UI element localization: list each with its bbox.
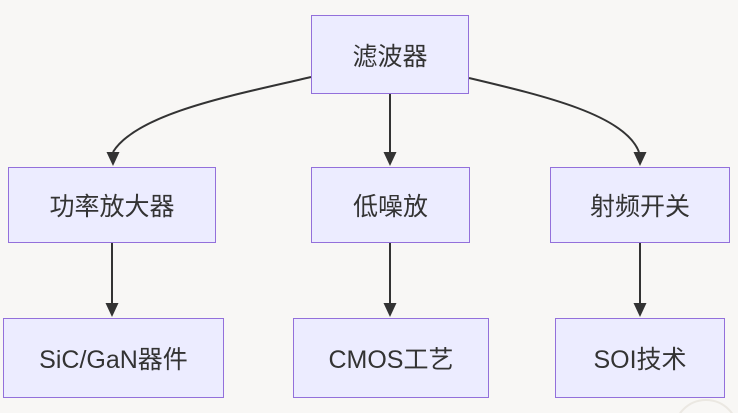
node-label: 低噪放 — [352, 193, 428, 221]
node-rf-switch: 射频开关 — [550, 167, 730, 243]
arrowhead-icon — [633, 303, 647, 317]
node-cmos-process: CMOS工艺 — [293, 318, 489, 398]
node-label: 滤波器 — [352, 42, 428, 71]
arrowhead-icon — [383, 303, 397, 317]
edge-line — [112, 76, 312, 153]
node-label: 功率放大器 — [49, 193, 175, 221]
edge-rf-switch-to-soi-technology — [633, 243, 647, 317]
arrowhead-icon — [383, 152, 397, 166]
edge-filter-to-low-noise-amplifier — [383, 94, 397, 166]
node-label: SOI技术 — [593, 346, 687, 374]
watermark-arc — [679, 399, 733, 413]
node-label: 射频开关 — [589, 193, 690, 221]
node-power-amplifier: 功率放大器 — [8, 167, 216, 243]
edge-line — [468, 77, 640, 153]
node-filter: 滤波器 — [311, 15, 469, 94]
node-label: SiC/GaN器件 — [39, 346, 188, 374]
arrowhead-icon — [105, 303, 119, 317]
arrowhead-icon — [633, 152, 647, 166]
arrowhead-icon — [106, 152, 120, 166]
node-soi-technology: SOI技术 — [555, 318, 725, 398]
edge-power-amplifier-to-sic-gan-device — [105, 243, 119, 317]
edge-filter-to-rf-switch — [468, 77, 647, 166]
edge-filter-to-power-amplifier — [106, 76, 312, 166]
node-low-noise-amplifier: 低噪放 — [311, 167, 470, 243]
edge-low-noise-amplifier-to-cmos-process — [383, 243, 397, 317]
node-label: CMOS工艺 — [328, 346, 454, 374]
node-sic-gan-device: SiC/GaN器件 — [3, 318, 224, 398]
